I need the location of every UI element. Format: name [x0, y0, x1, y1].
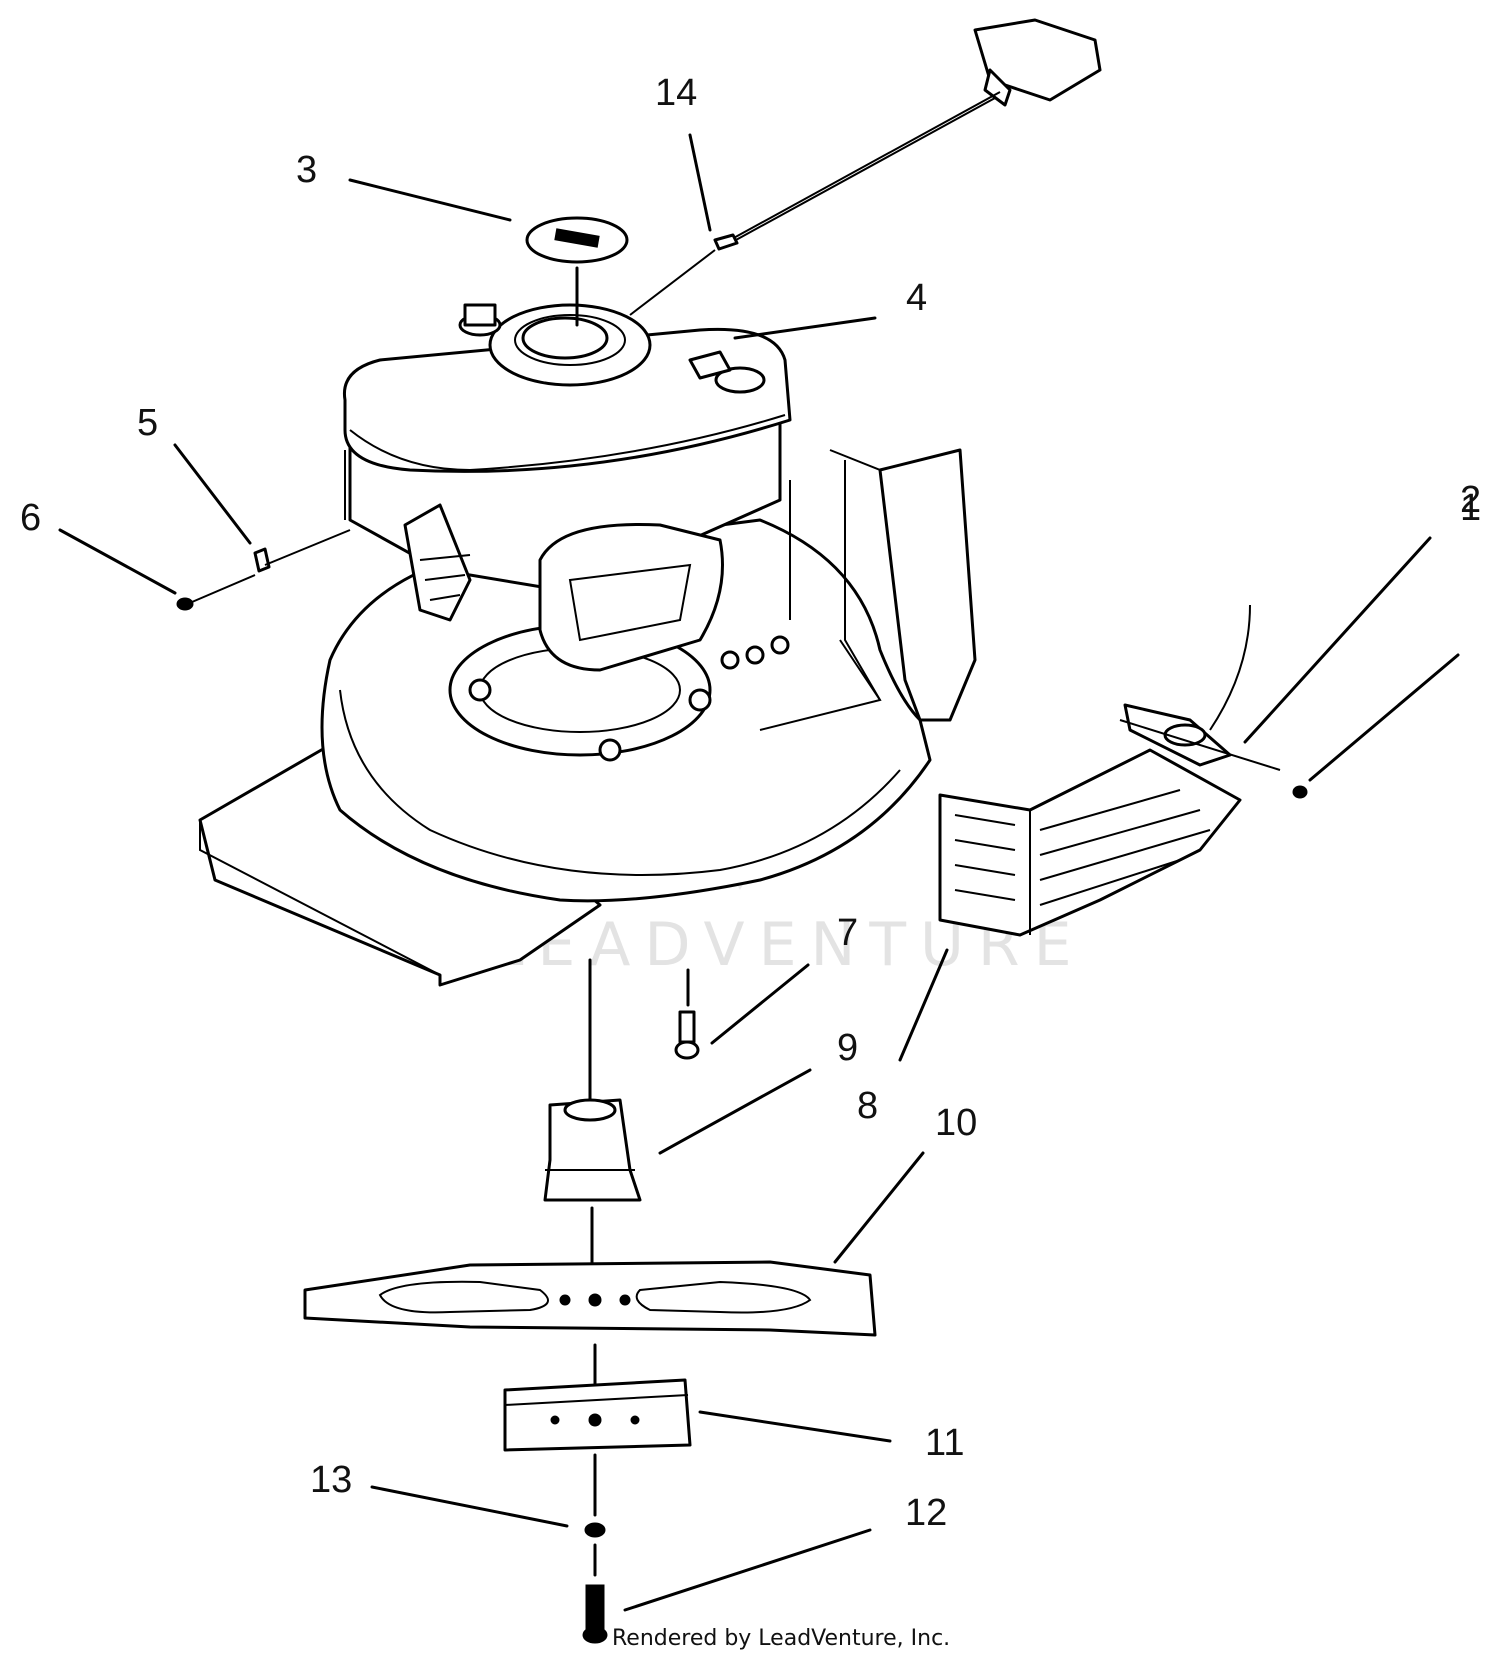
part-12-blade-bolt	[582, 1584, 608, 1644]
part-1-screw	[1292, 785, 1308, 799]
part-7-bolt	[674, 968, 700, 1060]
mower-deck	[198, 448, 977, 987]
callout-labels: 1 2 3 4 5 6 7 8 9 10 11 12 13 14	[20, 72, 1481, 1534]
part-10-blade	[303, 1260, 877, 1392]
callout-leaders	[58, 133, 1460, 1612]
callout-5: 5	[137, 402, 158, 444]
part-9-blade-adapter	[543, 958, 642, 1292]
render-credit: Rendered by LeadVenture, Inc.	[612, 1626, 950, 1651]
callout-14: 14	[655, 72, 697, 114]
callout-4: 4	[906, 277, 927, 319]
callout-13: 13	[310, 1459, 352, 1501]
part-13-washer	[584, 1522, 606, 1577]
callout-9: 9	[837, 1027, 858, 1069]
part-3-decal	[525, 216, 629, 327]
callout-12: 12	[905, 1492, 947, 1534]
callout-8: 8	[857, 1085, 878, 1127]
callout-11: 11	[925, 1422, 964, 1464]
callout-1: 1	[1460, 487, 1481, 529]
callout-10: 10	[935, 1102, 977, 1144]
part-5-clip	[253, 529, 351, 573]
part-6-screw	[176, 574, 256, 611]
part-2-bracket	[1119, 604, 1281, 771]
part-11-stiffener	[503, 1378, 692, 1517]
callout-2: 2	[1460, 479, 1481, 521]
callout-3: 3	[296, 149, 317, 191]
part-14-starter-handle	[629, 18, 1102, 316]
callout-7: 7	[837, 912, 858, 954]
engine	[342, 303, 792, 672]
part-8-chute-deflector	[938, 748, 1242, 937]
callout-6: 6	[20, 497, 41, 539]
